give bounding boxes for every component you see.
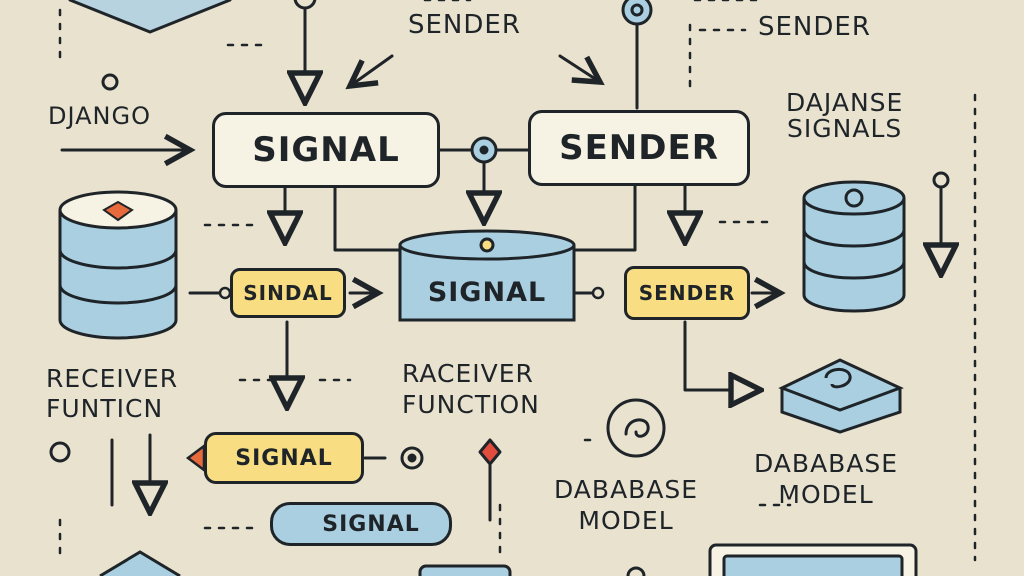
dababase-model-label-right: DABABASE MODEL — [754, 448, 898, 511]
dababase-left-line1: DABABASE — [554, 475, 699, 504]
receiver-line1: RECEIVER — [46, 364, 179, 393]
database-model-circle-icon — [606, 398, 666, 458]
dababase-left-line2: MODEL — [578, 506, 674, 536]
top-left-shape — [68, 0, 232, 34]
database-model-block — [778, 358, 904, 434]
right-database-icon — [802, 180, 906, 313]
raceiver-line1: RACEIVER — [402, 359, 534, 388]
receiver-function-label: RECEIVER FUNTICN — [46, 364, 178, 424]
bottom-left-shape — [99, 550, 181, 576]
sender-main-node: SENDER — [528, 110, 750, 186]
sender-small-node: SENDER — [624, 266, 750, 320]
sender-label-top-right: SENDER — [758, 12, 871, 42]
dababase-right-line1: DABABASE — [754, 449, 899, 478]
dajanse-line1: DAJANSE — [786, 88, 904, 117]
dababase-right-line2: MODEL — [778, 480, 874, 510]
top-connector-icon — [293, 0, 317, 10]
sindal-node: SINDAL — [230, 268, 346, 318]
django-label: DJANGO — [48, 102, 151, 130]
dajanse-line2: SIGNALS — [787, 114, 903, 144]
dajanse-signals-label: DAJANSE SIGNALS — [786, 88, 904, 144]
dababase-model-label-left: DABABASE MODEL — [554, 474, 698, 537]
sender-label-top: SENDER — [408, 10, 521, 40]
signal-database-shape — [398, 229, 576, 322]
raceiver-function-label: RACEIVER FUNCTION — [402, 358, 540, 421]
left-database-icon — [58, 190, 178, 340]
bottom-blue-shape — [418, 564, 512, 576]
raceiver-line2: FUNCTION — [402, 390, 540, 420]
signal-database-label: SIGNAL — [427, 276, 547, 308]
signal-main-node: SIGNAL — [212, 112, 440, 188]
signal-blue-node: SIGNAL — [270, 502, 452, 546]
signal-orange-node: SIGNAL — [204, 432, 364, 484]
receiver-line2: FUNTICN — [46, 394, 164, 423]
